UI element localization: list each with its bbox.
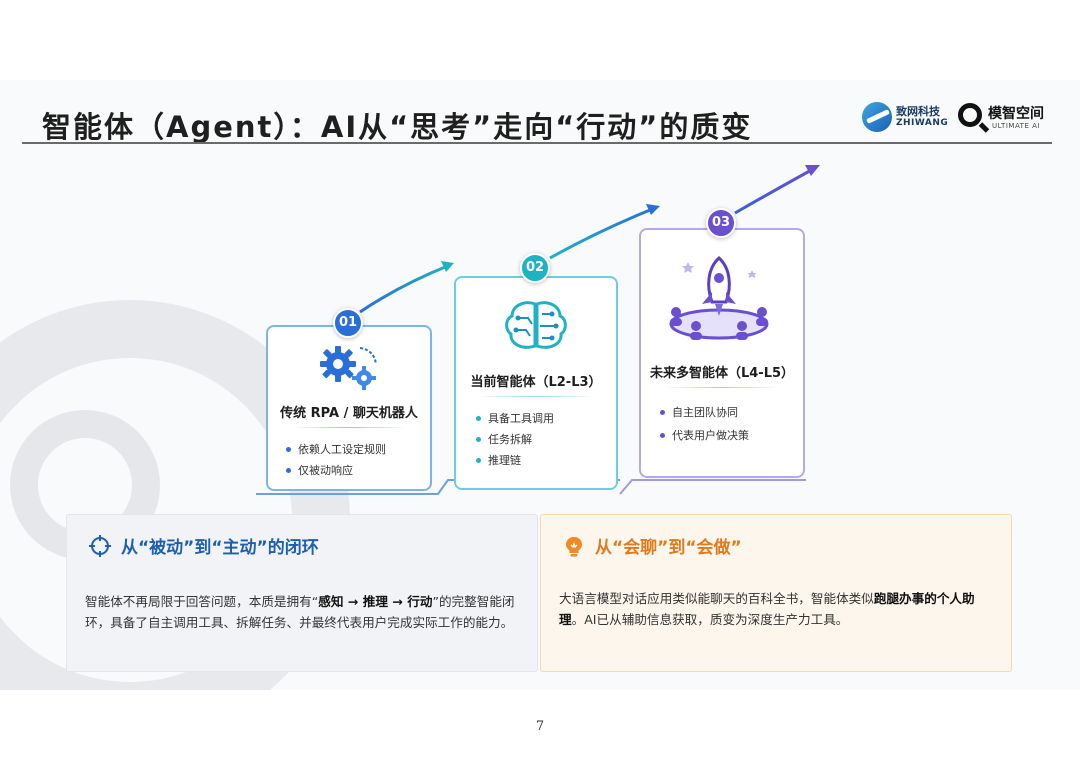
zhiwang-logo-en: ZHIWANG <box>896 118 949 128</box>
rocket-team-icon <box>669 255 769 340</box>
lightbulb-icon <box>566 537 582 557</box>
passive-to-active-body: 智能体不再局限于回答问题，本质是拥有“感知 → 推理 → 行动”的完整智能闭环，… <box>85 591 525 633</box>
stair-line-upper <box>619 479 806 495</box>
left-body-bold: 感知 → 推理 → 行动 <box>318 594 433 609</box>
arrow-3 <box>734 166 816 215</box>
right-body-pre: 大语言模型对话应用类似能聊天的百科全书，智能体类似 <box>559 591 874 606</box>
arrow-2-head <box>646 204 660 215</box>
stage-3-bullet-1-text: 自主团队协同 <box>672 406 738 419</box>
chat-to-do-body: 大语言模型对话应用类似能聊天的百科全书，智能体类似跑腿办事的个人助理。AI已从辅… <box>559 588 999 630</box>
passive-to-active-panel: 从“被动”到“主动”的闭环 智能体不再局限于回答问题，本质是拥有“感知 → 推理… <box>66 514 538 672</box>
zhiwang-logo-cn: 致网科技 <box>896 105 940 118</box>
stage-2-bullet-2: 任务拆解 <box>476 431 532 447</box>
stage-3-title: 未来多智能体（L4-L5） <box>649 366 795 381</box>
passive-to-active-heading-text: 从“被动”到“主动”的闭环 <box>121 538 319 558</box>
page-number: 7 <box>535 719 545 734</box>
stage-1-bullet-1-text: 依赖人工设定规则 <box>298 443 386 456</box>
bullet-dot <box>476 415 481 421</box>
target-icon <box>89 535 111 557</box>
mozhi-logo: 模智空间 ULTIMATE AI <box>958 100 1058 134</box>
mozhi-logo-en: ULTIMATE AI <box>992 122 1040 130</box>
chat-to-do-panel: 从“会聊”到“会做” 大语言模型对话应用类似能聊天的百科全书，智能体类似跑腿办事… <box>540 514 1012 672</box>
stage-2-bullet-3: 推理链 <box>476 452 521 468</box>
mozhi-logo-cn: 模智空间 <box>988 106 1044 122</box>
bullet-dot <box>476 457 481 463</box>
stage-2-bullet-3-text: 推理链 <box>488 454 521 467</box>
passive-to-active-heading: 从“被动”到“主动”的闭环 <box>89 533 319 559</box>
arrow-1-head <box>441 261 454 272</box>
chat-to-do-heading: 从“会聊”到“会做” <box>563 533 742 559</box>
stage-3-divider <box>664 387 780 388</box>
stage-2-title: 当前智能体（L2-L3） <box>470 375 602 390</box>
magnifier-logo-icon <box>958 103 982 127</box>
right-body-post: 。AI已从辅助信息获取，质变为深度生产力工具。 <box>571 612 849 627</box>
arrow-3-head <box>805 165 820 176</box>
bullet-dot <box>660 432 665 438</box>
right-body-bold: 跑腿办事的个人助理 <box>559 591 975 627</box>
zhiwang-logo: 致网科技 ZHIWANG <box>862 100 948 134</box>
stage-2-bullet-2-text: 任务拆解 <box>488 433 532 446</box>
bullet-dot <box>286 467 291 473</box>
stage-badge-3: 03 <box>706 208 736 238</box>
slide-title: 智能体（Agent）：AI从“思考”走向“行动”的质变 <box>42 110 753 144</box>
stage-1-bullet-1: 依赖人工设定规则 <box>286 441 386 457</box>
gears-icon <box>320 346 377 390</box>
stage-1-divider <box>292 427 406 428</box>
brain-circuit-icon <box>505 301 567 349</box>
bullet-dot <box>660 409 665 415</box>
bullet-dot <box>286 446 291 452</box>
stage-1-bullet-2: 仅被动响应 <box>286 462 353 478</box>
stage-3-bullet-1: 自主团队协同 <box>660 404 738 420</box>
chat-to-do-heading-text: 从“会聊”到“会做” <box>595 538 742 558</box>
left-body-pre: 智能体不再局限于回答问题，本质是拥有“ <box>85 594 319 609</box>
stage-3-bullet-2: 代表用户做决策 <box>660 427 749 443</box>
stage-1-bullet-2-text: 仅被动响应 <box>298 464 353 477</box>
bullet-dot <box>476 436 481 442</box>
stage-badge-1: 01 <box>333 308 363 338</box>
stage-1-title: 传统 RPA / 聊天机器人 <box>280 406 418 421</box>
arrow-1 <box>359 263 451 314</box>
title-divider <box>22 142 1052 144</box>
zhiwang-logo-mark-icon <box>862 102 892 132</box>
stage-3-bullet-2-text: 代表用户做决策 <box>672 429 749 442</box>
stage-2-bullet-1: 具备工具调用 <box>476 410 554 426</box>
slide: 智能体（Agent）：AI从“思考”走向“行动”的质变 致网科技 ZHIWANG… <box>0 80 1080 690</box>
stage-2-divider <box>478 396 594 397</box>
stage-badge-2: 02 <box>520 253 550 283</box>
stage-2-bullet-1-text: 具备工具调用 <box>488 412 554 425</box>
left-body-post: ”的完整智能闭环，具备了自主调用工具、拆解任务、并最终代表用户完成实际工作的能力… <box>85 594 515 630</box>
